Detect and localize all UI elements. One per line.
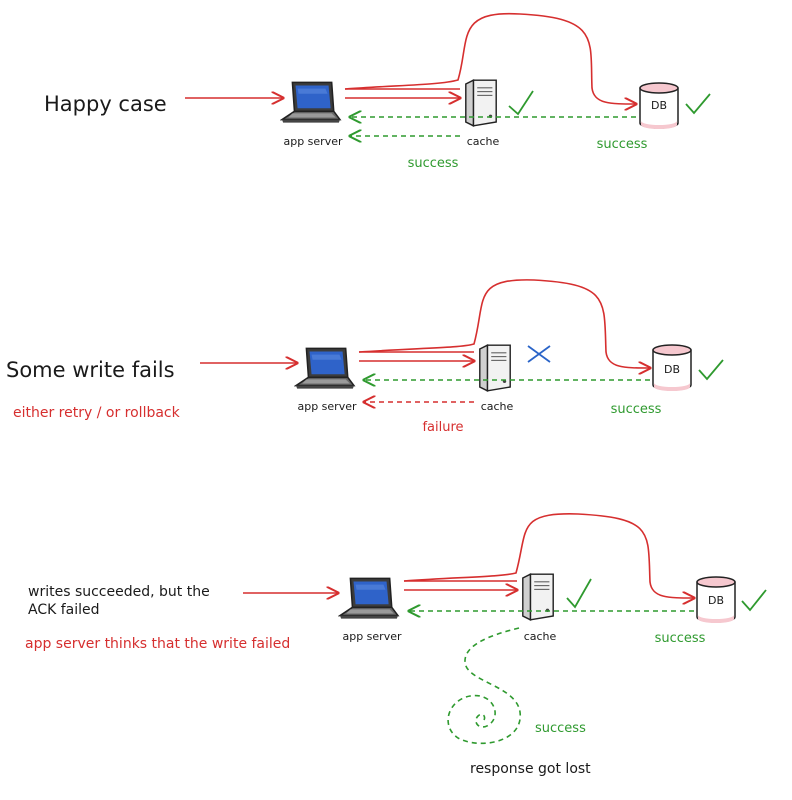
db-success-label: success	[597, 137, 648, 152]
cache-server-icon	[479, 344, 511, 392]
write-db-arrow	[403, 513, 694, 598]
db-label: DB	[708, 594, 724, 607]
write-db-arrow	[344, 12, 636, 104]
cache-success-label: success	[408, 156, 459, 171]
check-icon	[508, 90, 534, 116]
app-server-label: app server	[297, 400, 357, 413]
db-icon	[652, 344, 692, 391]
scenario-title-line2: ACK failed	[28, 602, 100, 618]
scenario-title: Some write fails	[6, 358, 175, 382]
scenario-note: either retry / or rollback	[13, 405, 181, 421]
x-icon	[527, 345, 551, 363]
db-label: DB	[664, 363, 680, 376]
db-label: DB	[651, 99, 667, 112]
scenario-ack-failed: writes succeeded, but the ACK failed app…	[25, 513, 767, 777]
app-server-icon	[339, 577, 399, 620]
check-icon	[698, 359, 724, 381]
scenario-happy-case: Happy case app server cache DB success s…	[44, 12, 711, 171]
app-server-label: app server	[342, 630, 402, 643]
write-db-arrow	[358, 279, 650, 368]
app-server-icon	[281, 81, 341, 124]
lost-success-label: success	[535, 721, 586, 736]
db-success-label: success	[611, 402, 662, 417]
scenario-title: Happy case	[44, 92, 167, 116]
scenario-write-fails: Some write fails either retry / or rollb…	[6, 279, 724, 435]
cache-label: cache	[524, 630, 557, 643]
check-icon	[685, 93, 711, 115]
cache-label: cache	[467, 135, 500, 148]
app-server-label: app server	[283, 135, 343, 148]
scenario-note: app server thinks that the write failed	[25, 636, 290, 652]
lost-response-label: response got lost	[470, 761, 591, 777]
app-server-icon	[295, 347, 355, 390]
scenario-title-line1: writes succeeded, but the	[28, 584, 210, 600]
cache-server-icon	[465, 79, 497, 127]
cache-server-icon	[522, 573, 554, 621]
check-icon	[566, 578, 592, 609]
failure-label: failure	[422, 420, 463, 435]
db-icon	[696, 576, 736, 623]
check-icon	[741, 589, 767, 612]
db-success-label: success	[655, 631, 706, 646]
db-icon	[639, 82, 679, 129]
cache-label: cache	[481, 400, 514, 413]
lost-response-spiral	[447, 627, 521, 745]
